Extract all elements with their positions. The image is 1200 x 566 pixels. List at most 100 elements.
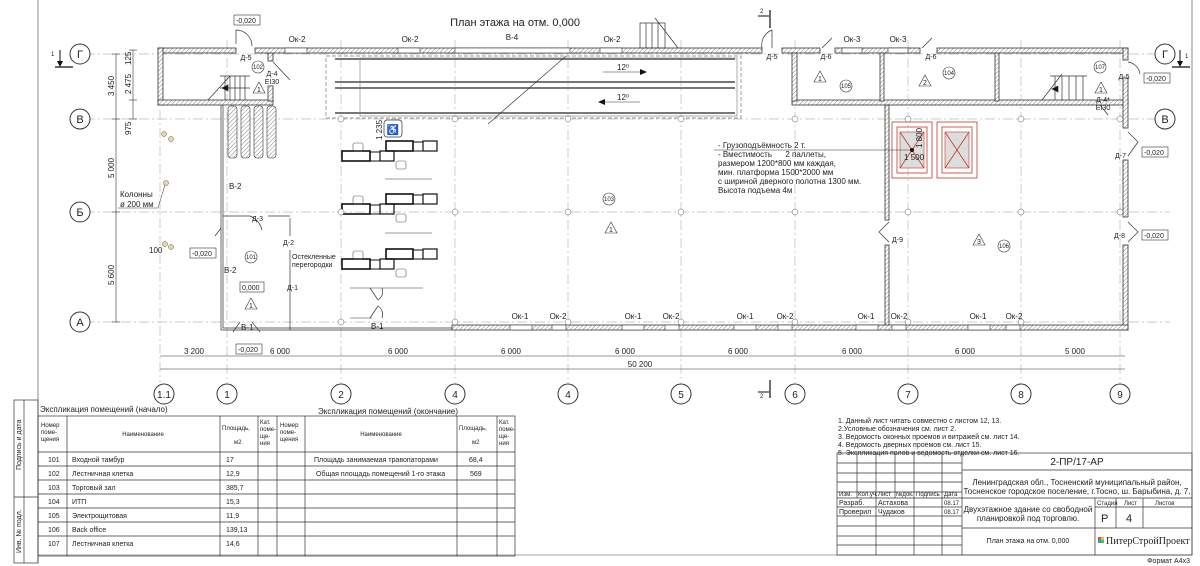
header-cell: поме- xyxy=(280,430,296,436)
opening-label: Д-4* xyxy=(1096,97,1110,104)
note-line: мин. платформа 1500*2000 мм xyxy=(718,168,833,177)
category-mark: 1 xyxy=(249,303,253,310)
dim-text: 125 xyxy=(124,51,133,65)
address: Ленинградская обл., Тосненский муниципал… xyxy=(972,478,1181,487)
note: 5. Экспликация полов и ведомость отделки… xyxy=(838,450,1020,457)
table-cell: 101 xyxy=(48,457,60,464)
row-axis-bubbles: Г В Б А Г В xyxy=(69,43,1176,333)
category-marks: 1 1 1 1 2 1 3 xyxy=(244,70,1108,310)
staff-name: Чудаков xyxy=(878,509,905,516)
building-name: Двухэтажное здание со свободной xyxy=(964,505,1093,514)
opening-label: Ок-2 xyxy=(402,35,419,44)
opening-label: Ок-2 xyxy=(663,312,680,321)
table-cell: Входной тамбур xyxy=(72,456,124,464)
table-cell: 17 xyxy=(226,457,234,464)
opening-label: Ок-3 xyxy=(844,35,861,44)
table-cell: 139,13 xyxy=(226,527,248,534)
stage-header: Листов xyxy=(1155,501,1175,507)
opening-label: Ок-1 xyxy=(512,312,529,321)
stair-107 xyxy=(1041,73,1087,101)
dim-text: 3 200 xyxy=(184,347,205,356)
header-cell: поме- xyxy=(260,427,276,433)
dim-text: 2 475 xyxy=(124,73,133,94)
table-cell: Лестничная клетка xyxy=(72,541,133,548)
external-stair xyxy=(639,17,679,49)
address: Тосненское городское поселение, г.Тосно,… xyxy=(964,487,1191,496)
staff-name: Астахова xyxy=(878,500,908,507)
axis-label: 4 xyxy=(565,390,571,401)
table-cell: 12,9 xyxy=(226,471,240,478)
table-cell: 15,3 xyxy=(226,499,240,506)
vertical-dims: 3 450 5 000 5 600 125 2 475 975 xyxy=(107,51,133,285)
project-code: 2-ПР/17-АР xyxy=(1050,457,1104,468)
dim-text: 6 000 xyxy=(501,347,522,356)
columns xyxy=(161,115,1124,326)
room-number: 104 xyxy=(944,71,955,77)
table-cell: Торговый зал xyxy=(72,484,116,492)
table-cell: 385,7 xyxy=(226,485,244,492)
columns-note: Колонны xyxy=(120,190,153,199)
opening-label: Д-6 xyxy=(926,54,937,61)
opening-label: Д-5 xyxy=(241,55,252,62)
col-header: №док. xyxy=(896,491,914,498)
room-number: 103 xyxy=(604,197,615,203)
table-cell: 68,4 xyxy=(469,457,483,464)
opening-label: Д-3 xyxy=(252,216,263,223)
level-mark: -0,020 xyxy=(238,347,258,354)
dim-text: 6 000 xyxy=(842,347,863,356)
axis-label: 1 xyxy=(224,390,230,401)
dim-text: 6 000 xyxy=(270,347,291,356)
table-cell: 103 xyxy=(48,485,60,492)
room-number: 107 xyxy=(1095,65,1106,71)
column-axis-bubbles: 1.1 1 2 4 4 5 6 7 8 9 xyxy=(153,383,1131,405)
header-cell: щения xyxy=(41,437,59,443)
dim-text: 5 600 xyxy=(107,264,116,285)
header-cell: ния xyxy=(499,441,509,447)
stage-value: Р xyxy=(1101,513,1108,525)
table-cell: 569 xyxy=(470,471,482,478)
dim-text: 6 000 xyxy=(955,347,976,356)
opening-label: В-1 xyxy=(371,322,384,331)
stage-header: Лист xyxy=(1124,501,1137,507)
opening-labels: Ок-2 Ок-2 В-4 Ок-2 Ок-3 Ок-3 Д-5 Д-4 EI3… xyxy=(224,33,1130,332)
axis-label: Б xyxy=(76,207,83,219)
level-mark: -0,020 xyxy=(1144,233,1164,240)
travelator-slope: 12⁰ xyxy=(617,93,629,102)
dimension-lines xyxy=(112,49,1125,370)
level-mark: -0,020 xyxy=(192,251,212,258)
plan-title: План этажа на отм. 0,000 xyxy=(450,17,580,29)
sheet-format: Формат А4х3 xyxy=(1147,558,1190,565)
header-cell: Номер xyxy=(41,423,60,429)
table-cell: 106 xyxy=(48,527,60,534)
section-mark-label: 2 xyxy=(760,9,764,15)
header-cell: поме- xyxy=(499,427,515,433)
axis-label: В xyxy=(1161,114,1168,126)
stair-flights xyxy=(227,105,277,159)
opening-label: Ок-2 xyxy=(289,35,306,44)
section-mark-label: 1 xyxy=(1185,54,1189,60)
opening-label: Ок-2 xyxy=(1006,312,1023,321)
header-cell: Наименование xyxy=(122,432,164,438)
elevator-note: - Грузоподъёмность 2 т. - Вместимость 2 … xyxy=(718,141,861,195)
note-line: с шириной дверного полотна 1300 мм. xyxy=(718,177,861,186)
header-cell: Кат. xyxy=(260,420,271,426)
stage-header: Стадия xyxy=(1097,501,1117,507)
category-mark: 2 xyxy=(923,80,927,87)
table-cell: Back office xyxy=(72,527,106,534)
header-cell: Наименование xyxy=(360,432,402,438)
elevator-dim-depth: 1 800 xyxy=(915,127,924,148)
header-cell: щения xyxy=(280,437,298,443)
opening-label: Д-9 xyxy=(892,237,903,244)
dim-text: 6 000 xyxy=(615,347,636,356)
table-cell: 102 xyxy=(48,471,60,478)
axis-label: А xyxy=(76,317,84,329)
opening-label: Д-4 xyxy=(267,71,278,78)
note-line: размером 1200*800 мм каждая, xyxy=(718,159,836,168)
section-marks: 1 1 2 2 xyxy=(51,9,1190,400)
drawing-name: План этажа на отм. 0,000 xyxy=(987,538,1070,545)
note-line: - Грузоподъёмность 2 т. xyxy=(718,141,806,150)
header-cell: м2 xyxy=(472,440,480,446)
stamp-inventory-no: Инв. № подл. xyxy=(16,509,23,553)
col-header: Лист xyxy=(878,492,891,498)
